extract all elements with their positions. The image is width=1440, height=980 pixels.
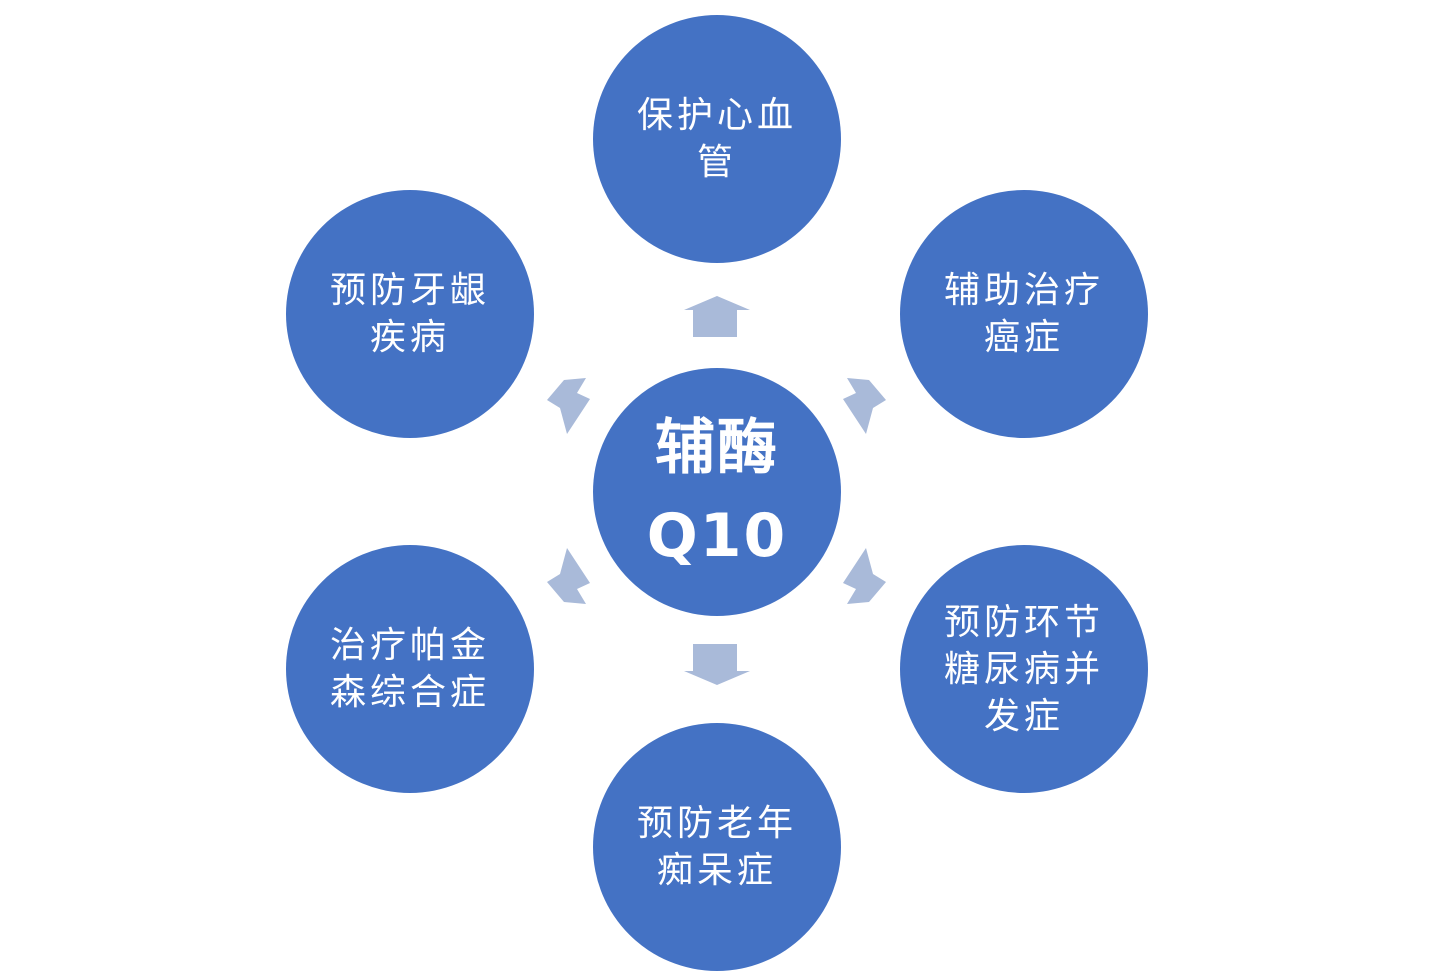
node-label: 预防牙龈 疾病 (329, 270, 490, 358)
node-gum-disease: 预防牙龈 疾病 (286, 190, 534, 438)
node-cancer: 辅助治疗 癌症 (900, 190, 1148, 438)
arrow-to-bottom-left (547, 548, 590, 604)
node-label: 预防老年 痴呆症 (636, 803, 797, 891)
arrow-to-top (684, 296, 750, 337)
node-diabetes: 预防环节 糖尿病并 发症 (900, 545, 1148, 793)
arrow-to-bottom-right (843, 548, 886, 604)
node-label: 预防环节 糖尿病并 发症 (943, 601, 1104, 737)
arrow-to-top-left (547, 378, 590, 434)
center-node: 辅酶 Q10 (593, 368, 841, 616)
arrow-to-bottom (684, 644, 750, 685)
node-cardiovascular: 保护心血 管 (593, 15, 841, 263)
center-label: 辅酶 Q10 (646, 413, 788, 571)
node-label: 辅助治疗 癌症 (943, 270, 1104, 358)
node-label: 保护心血 管 (636, 95, 797, 183)
node-parkinsons: 治疗帕金 森综合症 (286, 545, 534, 793)
node-dementia: 预防老年 痴呆症 (593, 723, 841, 971)
node-label: 治疗帕金 森综合症 (329, 625, 490, 713)
arrow-to-top-right (843, 378, 886, 434)
